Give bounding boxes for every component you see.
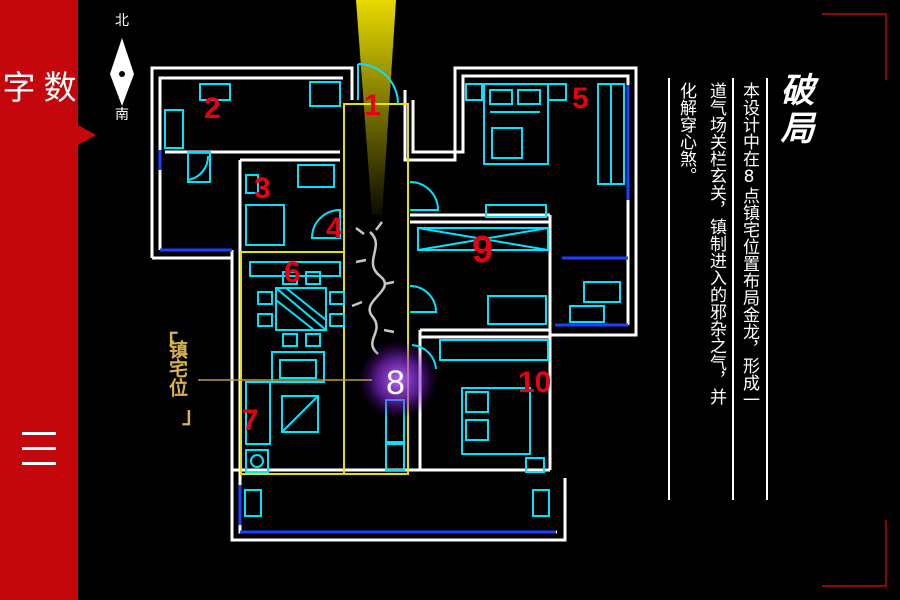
golden-dragon-icon — [351, 221, 395, 355]
zhen-zhai-glow — [358, 340, 438, 420]
windows — [158, 85, 630, 534]
compass-needle-icon — [110, 38, 134, 106]
sidebar-title-char: 数 — [38, 70, 77, 103]
sidebar-title-char: 字 — [0, 70, 36, 103]
room-number-2: 2 — [204, 92, 221, 125]
divider-line — [732, 78, 734, 500]
label-bracket-close: 」 — [182, 404, 205, 429]
floor-plan: 1 2 3 4 5 6 7 8 9 10 — [150, 0, 638, 542]
description-column-2: 道气场关栏玄关，镇制进入的邪杂之气，并 — [706, 82, 726, 405]
room-number-7: 7 — [242, 404, 259, 437]
sidebar-panel — [0, 0, 78, 600]
zhen-zhai-label: 镇宅位 — [166, 340, 188, 397]
divider-line — [766, 78, 768, 500]
description-column-3: 化解穿心煞。 — [676, 82, 696, 184]
section-title: 破局 — [774, 72, 814, 148]
entrance-door-icon — [357, 63, 399, 105]
furniture — [164, 81, 625, 517]
room-number-10: 10 — [518, 366, 551, 399]
description-column-1: 本设计中在8点镇宅位置布局金龙，形成一 — [739, 82, 759, 408]
room-number-9: 9 — [472, 229, 493, 271]
room-number-3: 3 — [254, 172, 271, 205]
compass-south-label: 南 — [115, 107, 129, 123]
divider-line — [668, 78, 670, 500]
entrance-light-beam — [356, 0, 396, 215]
label-bracket-open: 「 — [156, 332, 179, 357]
room-number-6: 6 — [284, 256, 301, 289]
sidebar-pointer — [78, 125, 96, 145]
sidebar-number-three — [22, 432, 56, 468]
room-number-8: 8 — [386, 364, 405, 402]
compass: 北 南 — [100, 8, 144, 128]
room-number-5: 5 — [572, 82, 589, 115]
room-number-4: 4 — [326, 212, 343, 245]
sidebar-title: 数 字 为 国 学 布 局 位 置 — [0, 70, 78, 103]
room-number-1: 1 — [364, 89, 381, 122]
compass-north-label: 北 — [115, 13, 129, 29]
